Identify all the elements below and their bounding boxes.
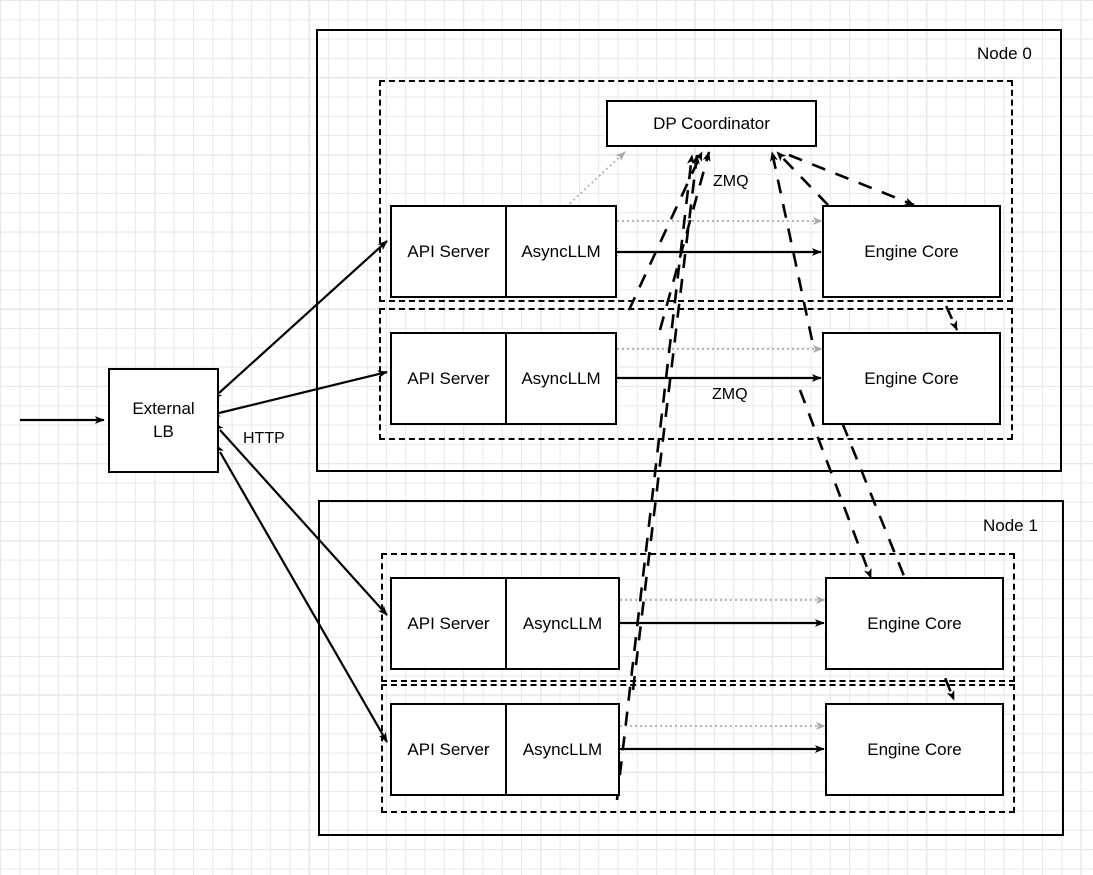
engine-core-label-node1-rank1: Engine Core — [867, 739, 962, 759]
dp-rank-group-node1-rank0 — [381, 553, 1015, 682]
zmq-label-coordinator: ZMQ — [713, 173, 749, 190]
asyncllm-node0-rank1[interactable]: AsyncLLM — [521, 368, 601, 388]
api-server-node1-rank0[interactable]: API Server — [392, 579, 507, 668]
dp-rank-group-node1-rank1 — [381, 684, 1015, 813]
api-server-asyncllm-node1-rank0[interactable]: API Server AsyncLLM — [390, 577, 620, 670]
node-label-node1: Node 1 — [983, 516, 1038, 535]
node-container-node1 — [318, 500, 1064, 836]
api-server-asyncllm-node0-rank1[interactable]: API Server AsyncLLM — [390, 332, 617, 425]
asyncllm-node1-rank1[interactable]: AsyncLLM — [522, 739, 603, 759]
engine-core-label-node0-rank0: Engine Core — [864, 241, 959, 261]
external-lb-label-line2: LB — [153, 421, 174, 441]
api-server-asyncllm-node1-rank1[interactable]: API Server AsyncLLM — [390, 703, 620, 796]
api-server-node0-rank1[interactable]: API Server — [392, 334, 507, 423]
dp-rank-group-node0-rank0 — [379, 80, 1013, 302]
dp-coordinator-label: DP Coordinator — [653, 113, 770, 133]
engine-core-node1-rank0[interactable]: Engine Core — [825, 577, 1004, 670]
engine-core-label-node0-rank1: Engine Core — [864, 368, 959, 388]
dp-coordinator-box[interactable]: DP Coordinator — [606, 100, 817, 147]
http-edge-label: HTTP — [243, 430, 285, 447]
node-label-node0: Node 0 — [977, 44, 1032, 63]
engine-core-node0-rank1[interactable]: Engine Core — [822, 332, 1001, 425]
api-server-node0-rank0[interactable]: API Server — [392, 207, 507, 296]
engine-core-node1-rank1[interactable]: Engine Core — [825, 703, 1004, 796]
engine-core-node0-rank0[interactable]: Engine Core — [822, 205, 1001, 298]
zmq-label-node0-rank1: ZMQ — [712, 386, 748, 403]
api-server-asyncllm-node0-rank0[interactable]: API Server AsyncLLM — [390, 205, 617, 298]
asyncllm-node0-rank0[interactable]: AsyncLLM — [521, 241, 601, 261]
node-container-node0 — [316, 29, 1062, 472]
engine-core-label-node1-rank0: Engine Core — [867, 613, 962, 633]
api-server-node1-rank1[interactable]: API Server — [392, 705, 507, 794]
asyncllm-node1-rank0[interactable]: AsyncLLM — [522, 613, 603, 633]
external-lb-box[interactable]: External LB — [108, 368, 219, 473]
dp-rank-group-node0-rank1 — [379, 308, 1013, 440]
external-lb-label-line1: External — [132, 398, 195, 418]
